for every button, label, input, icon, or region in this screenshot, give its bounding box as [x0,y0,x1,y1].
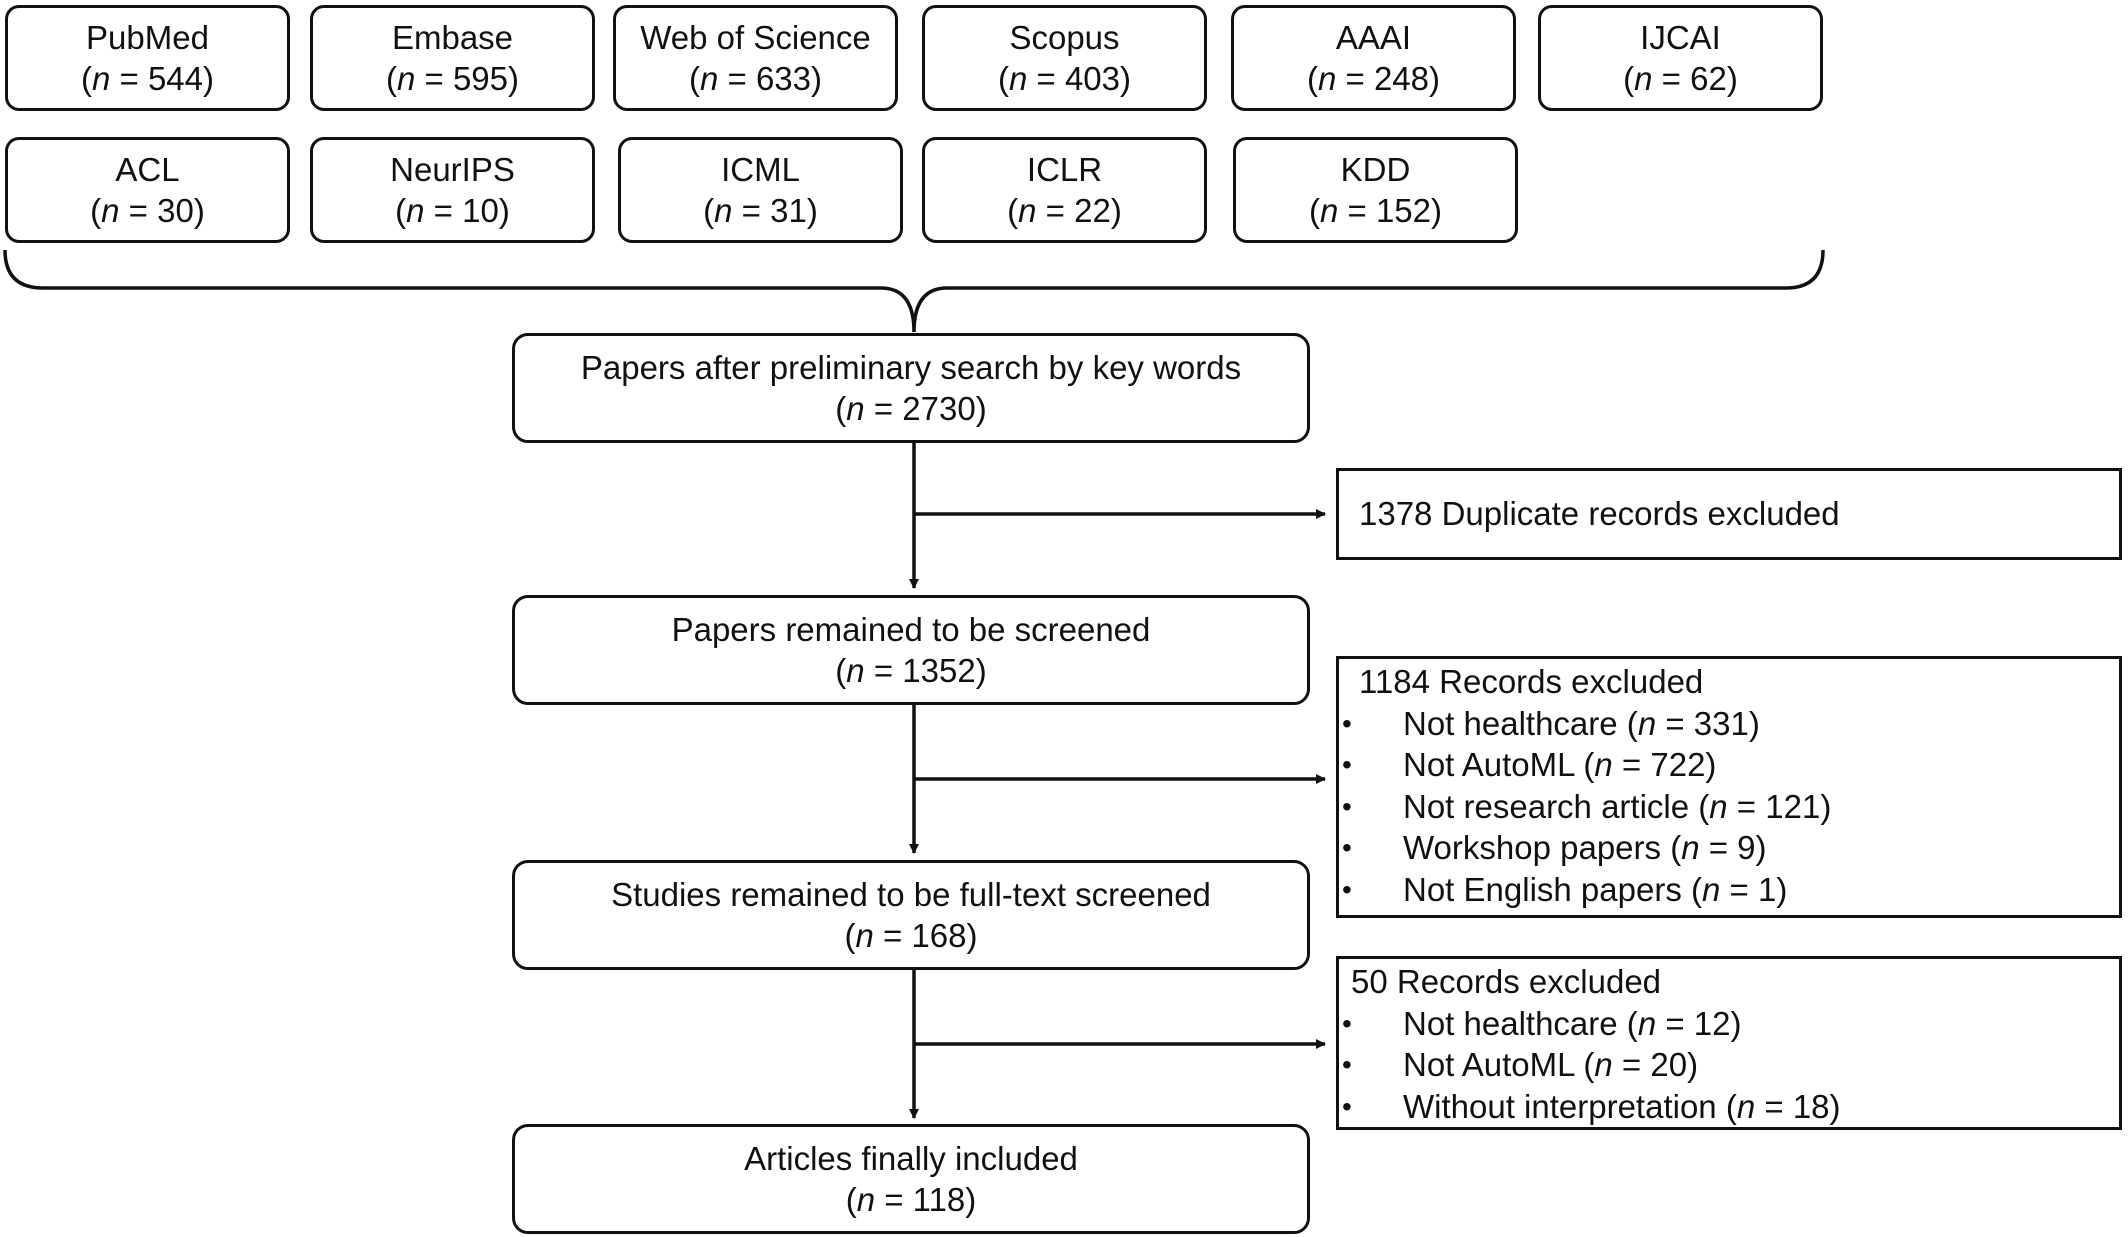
n-symbol: n [1317,60,1337,97]
stage-count: 118 [912,1181,966,1218]
exclusion-reason: Not healthcare (n = 331) [1339,703,2119,745]
exclusion-reason: Not healthcare (n = 12) [1339,1003,2119,1045]
source-count: 22 [1074,192,1111,229]
source-count: 248 [1373,60,1430,97]
stage-full-text-screening: Studies remained to be full-text screene… [512,860,1310,970]
n-symbol: n [699,60,719,97]
exclusion-reason: Not AutoML (n = 722) [1339,744,2119,786]
n-symbol: n [714,192,733,229]
exclusion-full-text: 50 Records excluded Not healthcare (n = … [1336,956,2122,1130]
exclusion-title: 1378 Duplicate records excluded [1359,495,1840,533]
stage-label: Articles finally included [744,1140,1078,1177]
source-name: AAAI [1335,19,1412,56]
exclusion-reason-list: Not healthcare (n = 331) Not AutoML (n =… [1339,703,2119,911]
source-count: 10 [462,192,499,229]
source-web-of-science: Web of Science (n = 633) [613,5,898,111]
source-name: ICLR [1026,151,1103,188]
exclusion-reason-list: Not healthcare (n = 12) Not AutoML (n = … [1339,1003,2119,1128]
source-acl: ACL (n = 30) [5,137,290,243]
n-symbol: n [396,60,416,97]
n-symbol: n [1018,192,1037,229]
stage-count: 1352 [902,652,976,689]
source-name: PubMed [86,19,209,56]
source-count: 31 [770,192,807,229]
source-iclr: ICLR (n = 22) [922,137,1207,243]
source-count: 544 [147,60,204,97]
stage-count: 2730 [902,390,976,427]
stage-screening: Papers remained to be screened (n = 1352… [512,595,1310,705]
exclusion-title: 50 Records excluded [1351,963,1662,1000]
source-ijcai: IJCAI (n = 62) [1538,5,1823,111]
n-symbol: n [856,1181,876,1218]
source-count: 633 [755,60,812,97]
source-kdd: KDD (n = 152) [1233,137,1518,243]
source-name: Scopus [1009,19,1120,56]
exclusion-reason: Workshop papers (n = 9) [1339,827,2119,869]
exclusion-title: 1184 Records excluded [1359,663,1704,700]
exclusion-reason: Without interpretation (n = 18) [1339,1086,2119,1128]
source-aaai: AAAI (n = 248) [1231,5,1516,111]
source-name: IJCAI [1640,19,1721,56]
source-count: 62 [1690,60,1727,97]
n-symbol: n [846,390,865,427]
stage-label: Studies remained to be full-text screene… [611,876,1211,913]
source-embase: Embase (n = 595) [310,5,595,111]
source-name: ICML [721,151,800,188]
n-symbol: n [101,192,120,229]
n-symbol: n [846,652,865,689]
n-symbol: n [1634,60,1653,97]
source-name: Embase [391,19,514,56]
source-count: 30 [157,192,194,229]
stage-final-inclusion: Articles finally included (n = 118) [512,1124,1310,1234]
source-name: NeurIPS [390,151,515,188]
n-symbol: n [91,60,111,97]
source-scopus: Scopus (n = 403) [922,5,1207,111]
source-name: ACL [115,151,180,188]
source-name: KDD [1340,151,1411,188]
exclusion-reason: Not AutoML (n = 20) [1339,1044,2119,1086]
source-icml: ICML (n = 31) [618,137,903,243]
exclusion-reason: Not English papers (n = 1) [1339,869,2119,911]
stage-label: Papers remained to be screened [671,611,1151,648]
source-count: 595 [452,60,509,97]
n-symbol: n [855,917,874,954]
stage-preliminary-search: Papers after preliminary search by key w… [512,333,1310,443]
source-pubmed: PubMed (n = 544) [5,5,290,111]
n-symbol: n [406,192,425,229]
source-count: 152 [1375,192,1432,229]
exclusion-reason: Not research article (n = 121) [1339,786,2119,828]
n-symbol: n [1319,192,1339,229]
n-symbol: n [1008,60,1028,97]
source-count: 403 [1064,60,1121,97]
exclusion-screening: 1184 Records excluded Not healthcare (n … [1336,656,2122,918]
source-name: Web of Science [640,19,871,56]
stage-label: Papers after preliminary search by key w… [580,349,1242,386]
exclusion-duplicates: 1378 Duplicate records excluded [1336,468,2122,560]
sources-brace [3,249,1825,333]
stage-count: 168 [911,917,967,954]
source-neurips: NeurIPS (n = 10) [310,137,595,243]
